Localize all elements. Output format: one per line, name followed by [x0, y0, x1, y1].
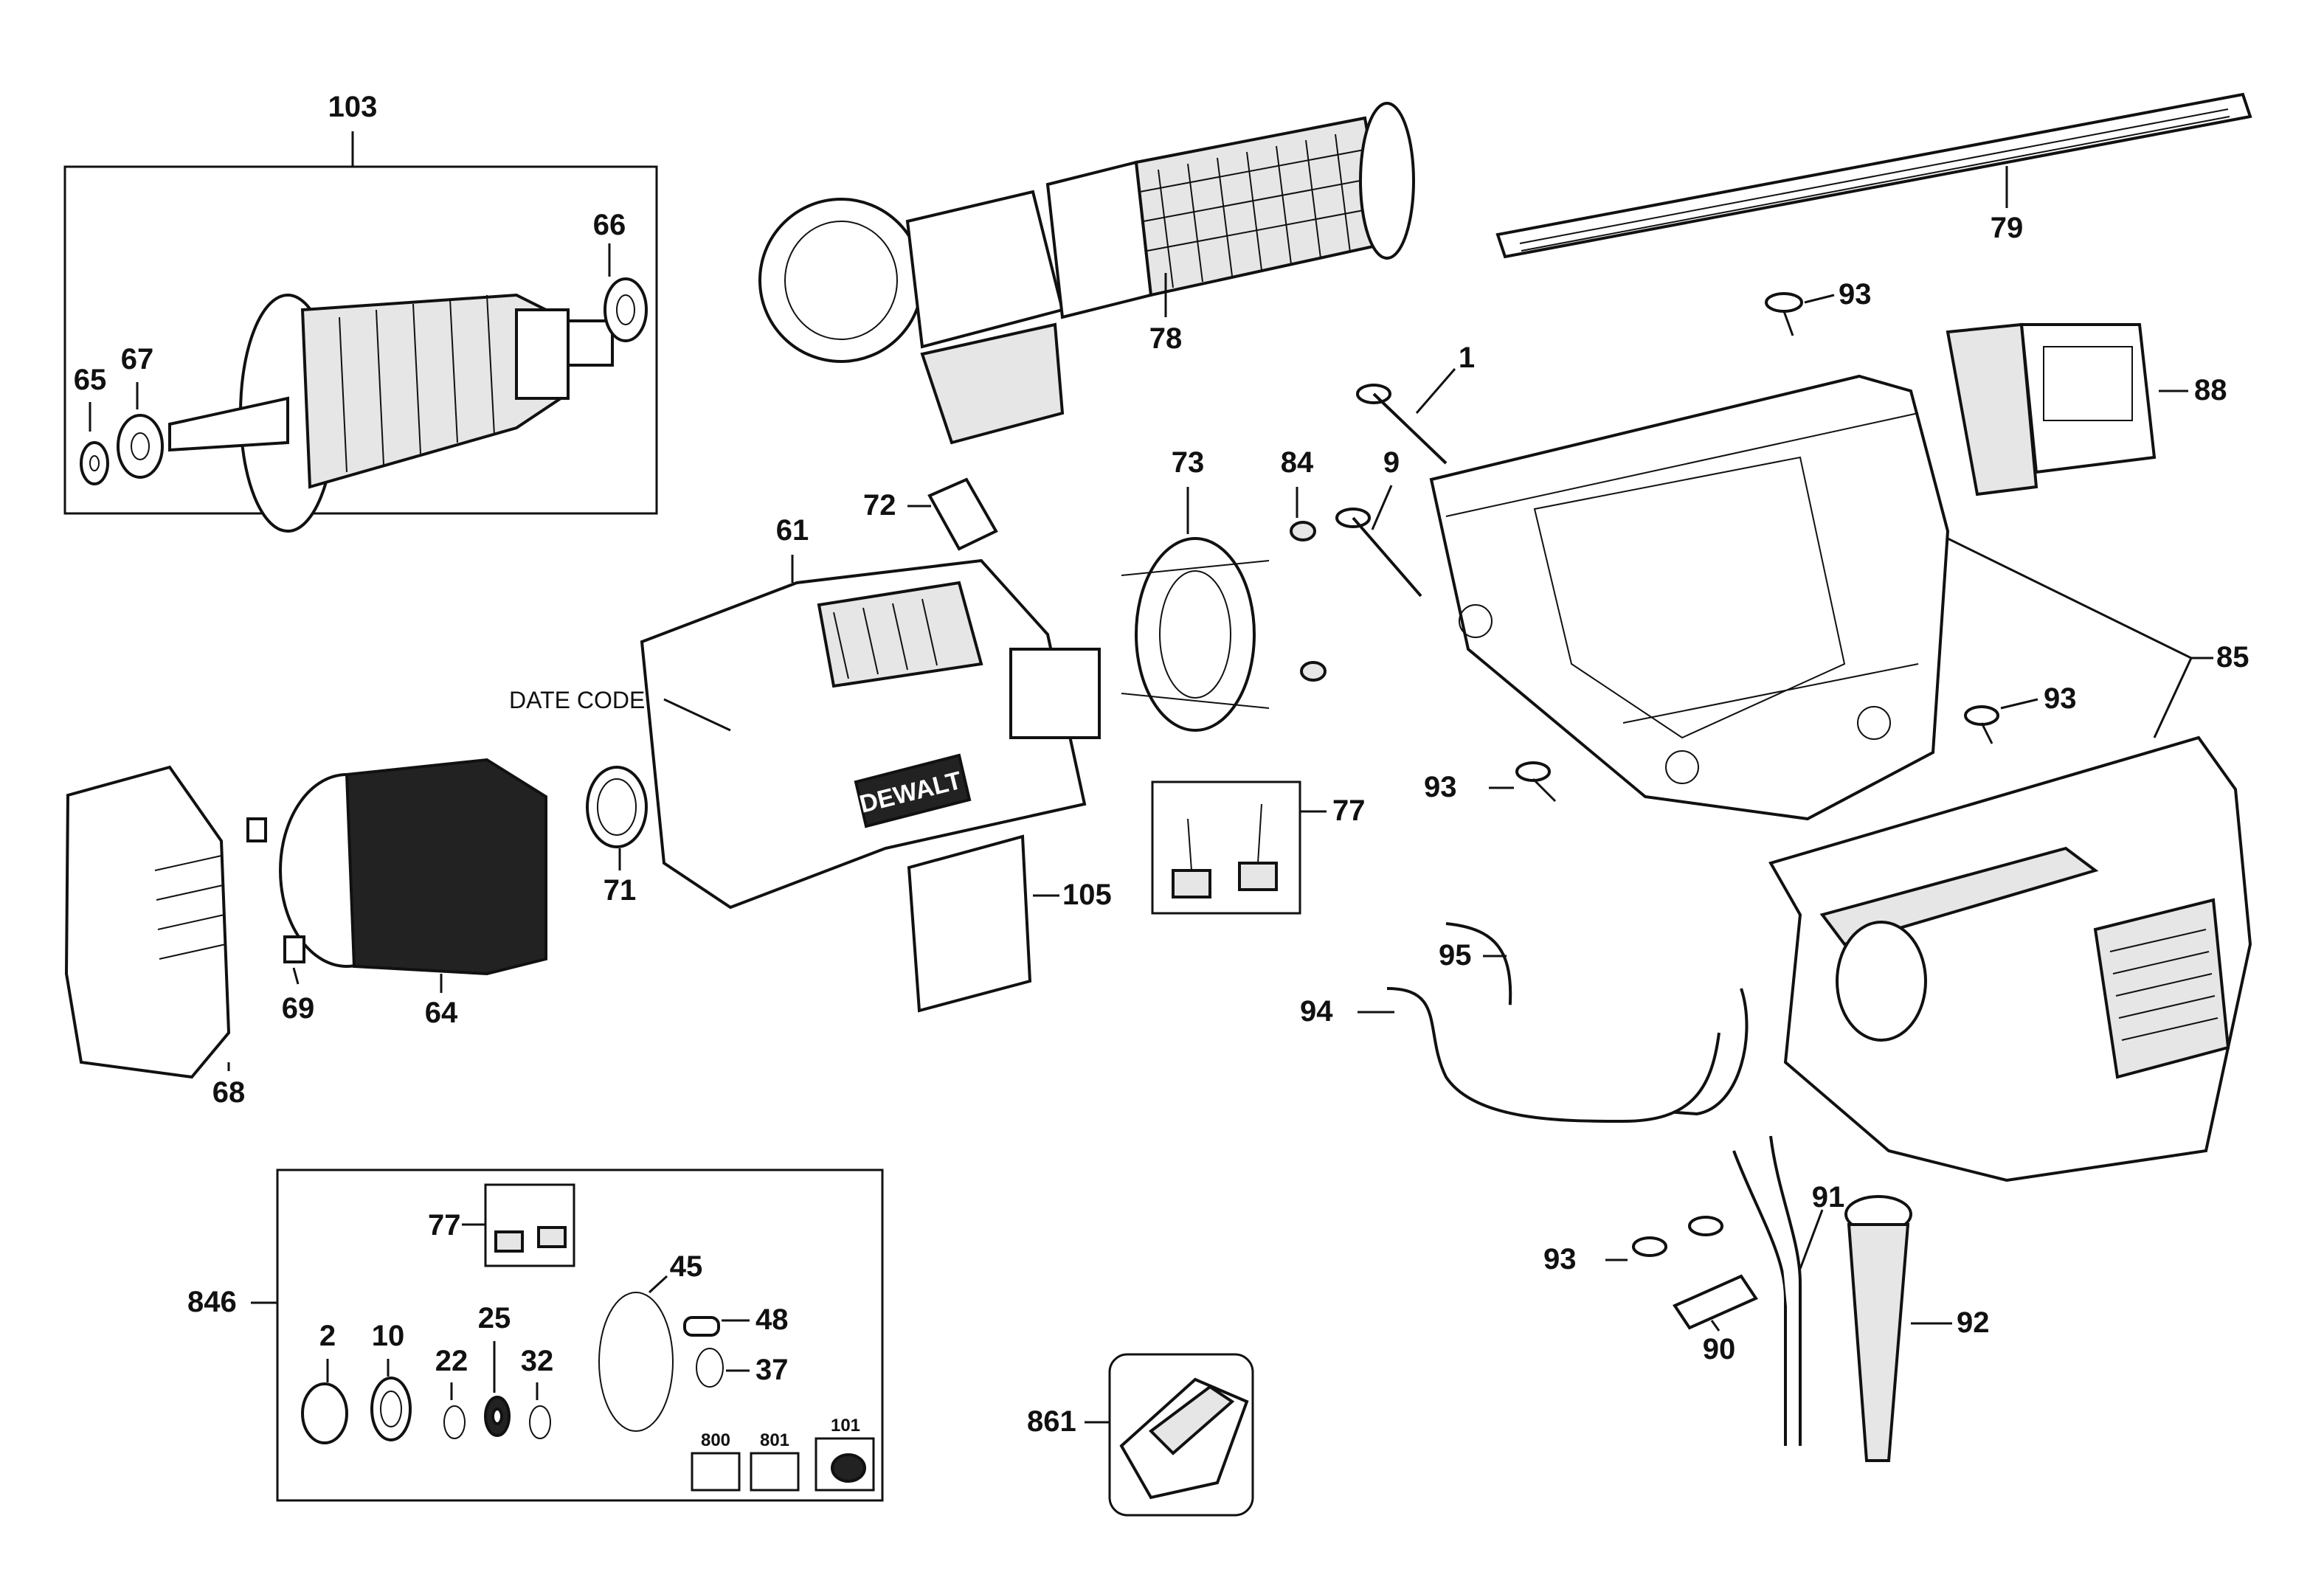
washer-65 [80, 441, 109, 485]
label-68: 68 [212, 1076, 246, 1109]
screw-93-left: 93 [1424, 761, 1557, 803]
label-90: 90 [1703, 1333, 1736, 1365]
handle-grip-texture [1139, 134, 1384, 288]
label-93-right: 93 [2044, 682, 2077, 715]
switch-88: 88 [1946, 322, 2227, 496]
housing-half-right [1768, 735, 2252, 1183]
bearing-66 [604, 277, 648, 342]
brush-kit-77: 77 [1151, 780, 1366, 915]
label-801: 801 [760, 1430, 789, 1450]
kit-box-801 [750, 1452, 800, 1492]
label-93-top: 93 [1839, 278, 1872, 311]
label-64: 64 [425, 997, 458, 1029]
brush-holder-73 [1121, 537, 1270, 732]
nameplate-105: 105 [907, 834, 1112, 1013]
label-91: 91 [1812, 1181, 1845, 1213]
label-67: 67 [121, 343, 154, 375]
wire-94: 94 [1300, 987, 1720, 1123]
bearing-10 [370, 1377, 412, 1441]
label-10: 10 [372, 1320, 405, 1352]
screw-93-top: 93 [1765, 278, 1872, 336]
pin-69: 69 [246, 817, 315, 1025]
screw-84: 84 [1281, 446, 1327, 682]
service-kit-846: 846 77 45 48 37 2 10 22 25 32 800 [187, 1168, 884, 1502]
washer-67 [117, 414, 164, 479]
label-93-left: 93 [1424, 771, 1457, 803]
side-handle-78: 78 [758, 102, 1415, 445]
o-ring-45 [598, 1292, 674, 1432]
label-77: 77 [1332, 794, 1366, 827]
field-64: 64 [279, 758, 547, 1029]
label-48: 48 [755, 1303, 789, 1336]
screw-93-bottom: 93 [1543, 1216, 1723, 1275]
label-77-kit: 77 [428, 1209, 461, 1242]
screw-1: 1 [1356, 342, 1475, 465]
gear-case-68: 68 [64, 765, 246, 1109]
housing-half-left [1429, 374, 1950, 821]
label-61: 61 [776, 514, 809, 547]
label-22: 22 [435, 1345, 468, 1377]
label-32: 32 [521, 1345, 554, 1377]
label-9: 9 [1383, 446, 1400, 479]
label-800: 800 [701, 1430, 730, 1450]
label-45: 45 [670, 1250, 703, 1283]
label-1: 1 [1459, 342, 1475, 374]
ring-71: 71 [586, 766, 648, 907]
label-78: 78 [1149, 322, 1183, 355]
label-72: 72 [863, 489, 896, 522]
date-code-note: DATE CODE [509, 687, 645, 713]
label-105: 105 [1062, 879, 1112, 911]
label-93-bottom: 93 [1543, 1243, 1577, 1275]
armature-part [168, 293, 614, 533]
screw-93-right: 93 [1964, 682, 2077, 744]
label-94: 94 [1300, 995, 1333, 1028]
brand-plate [854, 753, 972, 828]
label-95: 95 [1439, 939, 1472, 972]
seal-2 [301, 1382, 348, 1444]
label-73: 73 [1172, 446, 1205, 479]
carry-case-861: 861 [1027, 1353, 1254, 1517]
label-92: 92 [1957, 1306, 1990, 1339]
label-101: 101 [831, 1416, 860, 1436]
label-25: 25 [478, 1302, 511, 1334]
screw-9: 9 [1335, 446, 1422, 598]
label-66: 66 [593, 209, 626, 241]
washer-22 [443, 1405, 466, 1439]
kit-box-800 [691, 1452, 741, 1492]
label-71: 71 [604, 874, 637, 907]
label-85: 85 [2216, 641, 2249, 674]
label-79: 79 [1991, 212, 2024, 244]
armature-kit-box [63, 165, 658, 515]
field-case-61: DEWALT [640, 558, 1101, 910]
label-88: 88 [2194, 374, 2227, 406]
cord-protector-92: 92 [1844, 1195, 1990, 1462]
label-103: 103 [328, 91, 378, 123]
label-846: 846 [187, 1286, 237, 1318]
label-2: 2 [319, 1320, 336, 1352]
label-861: 861 [1027, 1405, 1076, 1438]
o-ring-37 [696, 1348, 724, 1388]
baffle-72: 72 [863, 477, 998, 551]
depth-rod-79: 79 [1495, 92, 2252, 259]
label-37: 37 [755, 1354, 789, 1386]
pin-48 [683, 1316, 720, 1337]
kit-box-101 [815, 1437, 875, 1492]
armature-kit-group: 103 66 67 65 [63, 91, 658, 533]
label-65: 65 [74, 364, 107, 396]
washer-32 [529, 1405, 551, 1439]
label-69: 69 [282, 992, 315, 1025]
cord-91: 91 [1732, 1135, 1845, 1446]
label-84: 84 [1281, 446, 1314, 479]
cord-clamp-90: 90 [1673, 1274, 1758, 1365]
